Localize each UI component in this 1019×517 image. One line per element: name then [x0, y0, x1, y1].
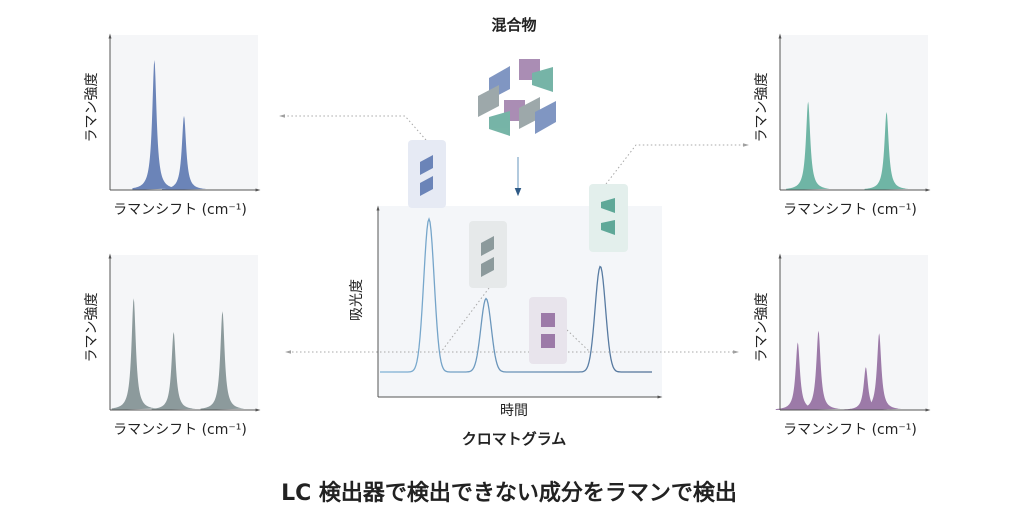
mixture-title: 混合物 [491, 16, 536, 34]
spectrum-ylabel: ラマン強度 [754, 73, 770, 143]
spectrum-ylabel: ラマン強度 [84, 73, 100, 143]
spectrum-background [780, 35, 928, 190]
spectrum-background [780, 255, 928, 410]
mixture-molecules-icon [478, 59, 556, 136]
component-card-purple [529, 297, 567, 364]
caption: LC 検出器で検出できない成分をラマンで検出 [281, 481, 737, 506]
component-card-grey [469, 221, 507, 288]
component-card-teal [589, 184, 628, 252]
spectrum-xlabel: ラマンシフト (cm⁻¹) [783, 202, 917, 218]
component-card-blue [408, 140, 446, 208]
spectrum-xlabel: ラマンシフト (cm⁻¹) [783, 422, 917, 438]
spectrum-ylabel: ラマン強度 [754, 293, 770, 363]
spectrum-xlabel: ラマンシフト (cm⁻¹) [113, 202, 247, 218]
chromatogram-title: クロマトグラム [462, 430, 567, 448]
chromatogram-xlabel: 時間 [500, 403, 528, 419]
spectrum-ylabel: ラマン強度 [84, 293, 100, 363]
spectrum-xlabel: ラマンシフト (cm⁻¹) [113, 422, 247, 438]
chromatogram-ylabel: 吸光度 [349, 279, 365, 321]
